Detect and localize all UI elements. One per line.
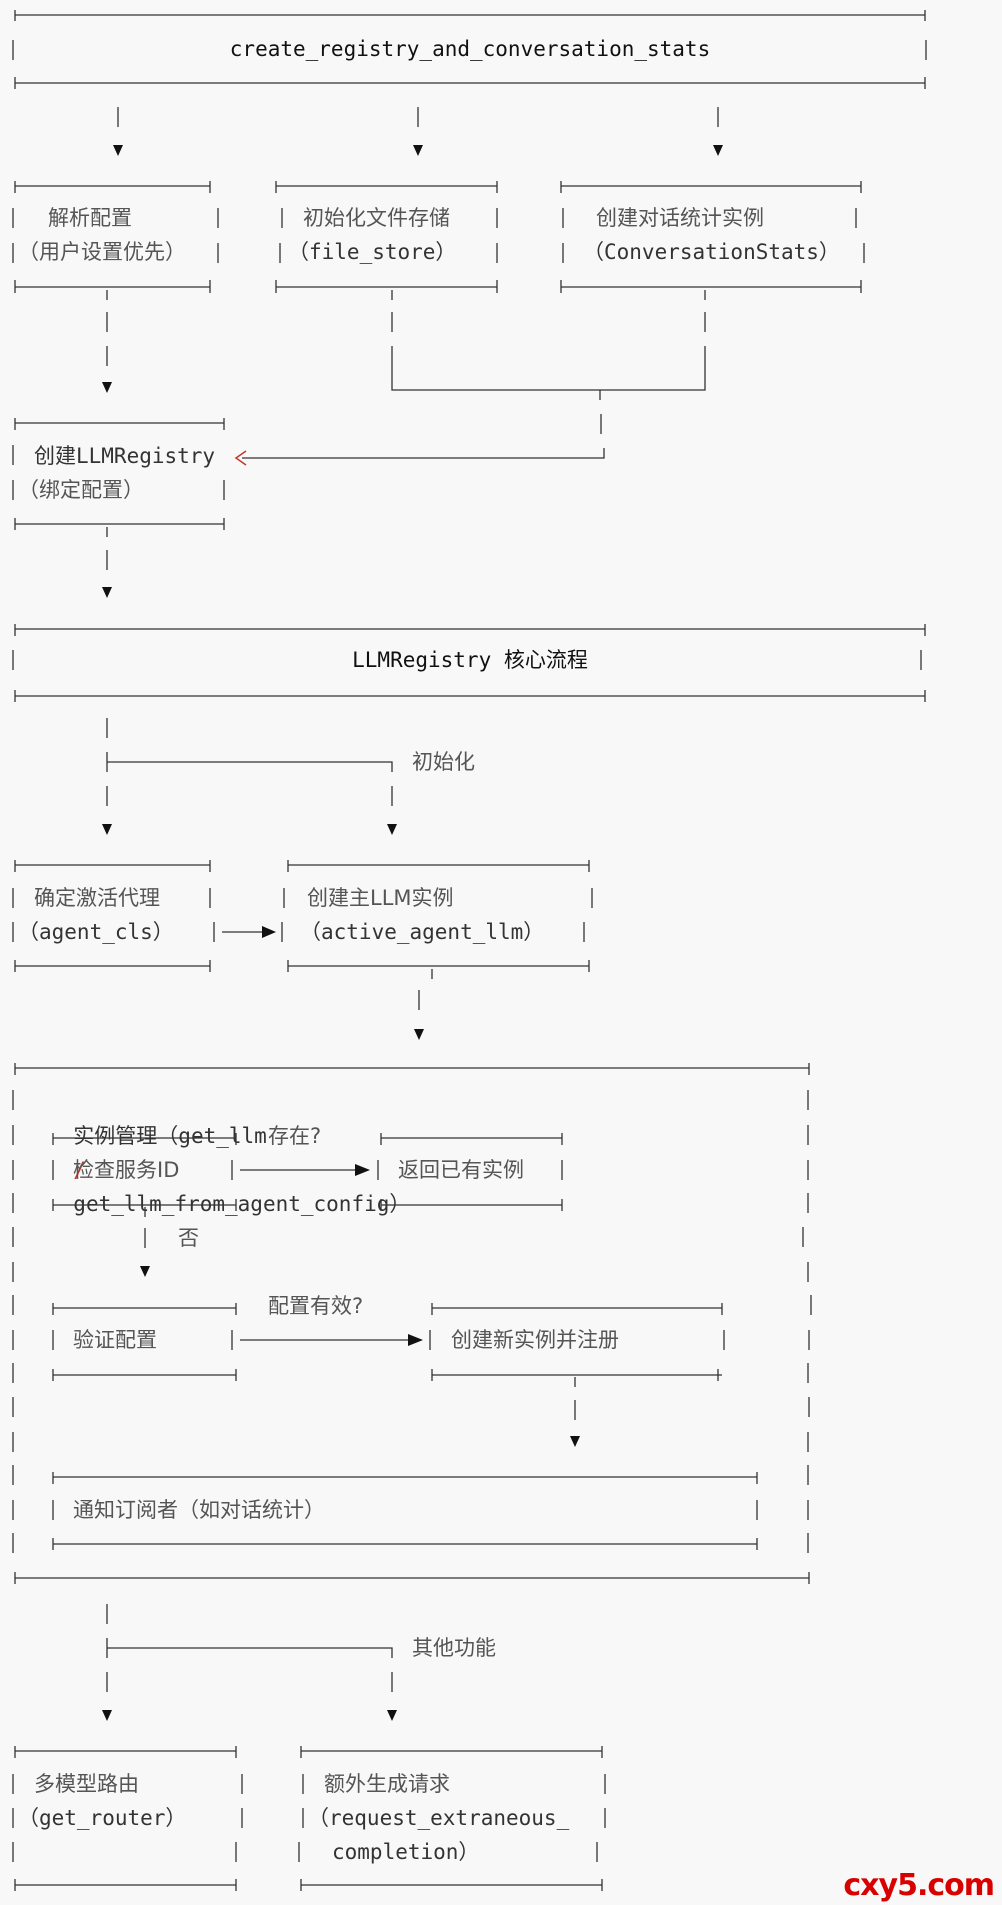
no-label: 否 [178,1226,199,1250]
box-agent-cls [12,860,215,972]
box-validate-config [52,1303,237,1381]
exists-question: 存在? [268,1124,322,1148]
mgmt-title: 实例管理（get_llm / get_llm_from_agent_config… [48,1085,410,1221]
box-parse-config [12,181,219,293]
create-new-label: 创建新实例并注册 [451,1328,619,1352]
valid-question: 配置有效? [268,1294,364,1318]
box-extraneous [298,1746,606,1891]
router-line2: （get_router） [18,1806,187,1830]
extra-line1: 额外生成请求 [324,1772,450,1796]
main-llm-line2: （active_agent_llm） [300,920,545,944]
box-llm-registry [12,418,225,530]
other-label: 其他功能 [412,1636,496,1660]
registry-line2: （绑定配置） [18,478,144,502]
validate-label: 验证配置 [73,1328,157,1352]
init-label: 初始化 [412,750,475,774]
watermark: cxy5.com [843,1868,995,1903]
return-existing-label: 返回已有实例 [398,1158,524,1182]
top-title: create_registry_and_conversation_stats [229,37,711,61]
extra-line2: （request_extraneous_ [308,1806,570,1830]
conv-stats-line1: 创建对话统计实例 [596,206,764,230]
box-conversation-stats [560,181,865,293]
parse-config-line1: 解析配置 [48,206,132,230]
box-file-store [275,181,498,293]
arrowheads [102,145,723,1721]
parse-config-line2: （用户设置优先） [18,240,186,264]
notify-label: 通知订阅者（如对话统计） [73,1498,325,1522]
box-return-existing [377,1133,563,1211]
arrow-into-registry [234,450,247,466]
mgmt-title-suffix: get_llm_from_agent_config） [73,1192,411,1216]
box-create-new [429,1303,725,1381]
check-id-label: 检查服务ID [73,1158,180,1182]
registry-line1: 创建LLMRegistry [34,444,216,468]
box-instance-management [12,1063,812,1584]
box-check-id [52,1133,237,1211]
conv-stats-line2: （ConversationStats） [583,240,840,264]
box-create-registry [12,10,927,89]
core-title: LLMRegistry 核心流程 [352,648,588,672]
main-llm-line1: 创建主LLM实例 [307,886,454,910]
router-line1: 多模型路由 [34,1772,139,1796]
file-store-line2: （file_store） [288,240,457,264]
box-core-flow [12,624,926,702]
file-store-line1: 初始化文件存储 [303,206,450,230]
box-main-llm [281,860,593,972]
box-router [12,1746,243,1891]
box-notify [52,1472,758,1550]
mgmt-title-prefix: 实例管理（get_llm [73,1124,267,1148]
agent-line2: （agent_cls） [18,920,174,944]
agent-line1: 确定激活代理 [34,886,160,910]
extra-line3: completion） [332,1840,480,1864]
mgmt-title-sep: / [73,1158,86,1182]
